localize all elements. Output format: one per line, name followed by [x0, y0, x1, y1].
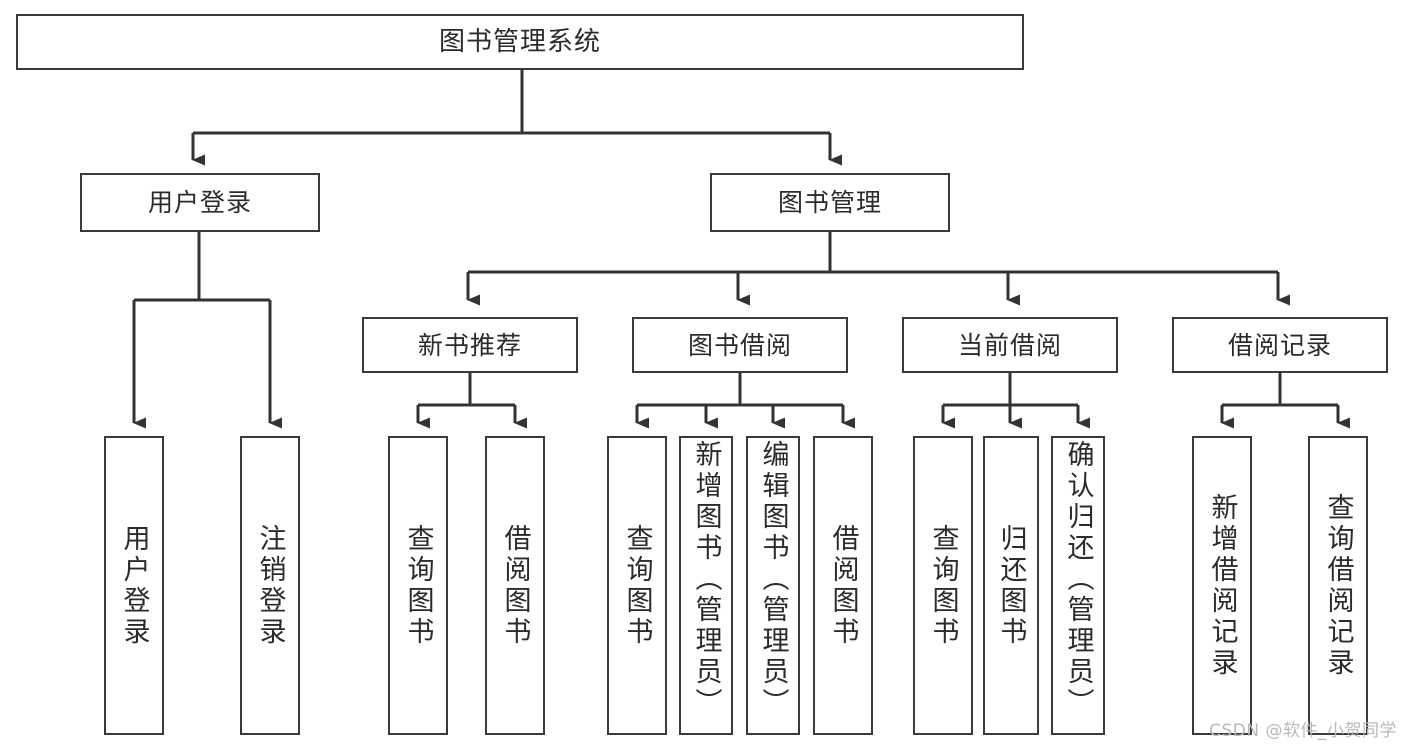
node-label: 查询图书: [621, 523, 653, 648]
node-borrow-record[interactable]: 借阅记录: [1172, 317, 1388, 373]
node-label: 新增借阅记录: [1206, 492, 1238, 679]
leaf-user-login-login[interactable]: 用户登录: [104, 436, 164, 735]
node-label: 新增图书（管理员）: [690, 440, 722, 719]
node-user-login[interactable]: 用户登录: [80, 173, 320, 232]
node-root-system[interactable]: 图书管理系统: [16, 14, 1024, 70]
node-label: 借阅记录: [1227, 330, 1332, 360]
leaf-record-query-record[interactable]: 查询借阅记录: [1308, 436, 1368, 735]
node-label: 当前借阅: [957, 330, 1062, 360]
leaf-current-confirm-return-admin[interactable]: 确认归还（管理员）: [1051, 436, 1105, 735]
node-current-borrow[interactable]: 当前借阅: [902, 317, 1118, 373]
node-label: 用户登录: [118, 523, 150, 648]
node-label: 图书管理: [777, 188, 882, 217]
leaf-record-add-record[interactable]: 新增借阅记录: [1192, 436, 1252, 735]
leaf-current-return-book[interactable]: 归还图书: [983, 436, 1039, 735]
node-label: 编辑图书（管理员）: [757, 440, 789, 719]
node-book-borrow[interactable]: 图书借阅: [632, 317, 848, 373]
leaf-recommend-borrow-book[interactable]: 借阅图书: [485, 436, 545, 735]
node-label: 确认归还（管理员）: [1062, 440, 1094, 719]
leaf-current-query-book[interactable]: 查询图书: [913, 436, 973, 735]
node-label: 查询借阅记录: [1322, 492, 1354, 679]
node-label: 图书管理系统: [438, 27, 601, 57]
node-label: 归还图书: [995, 523, 1027, 648]
leaf-borrow-edit-book-admin[interactable]: 编辑图书（管理员）: [746, 436, 800, 735]
node-new-book-recommend[interactable]: 新书推荐: [362, 317, 578, 373]
node-label: 借阅图书: [827, 523, 859, 648]
node-book-management[interactable]: 图书管理: [710, 173, 950, 232]
leaf-borrow-borrow-book[interactable]: 借阅图书: [813, 436, 873, 735]
watermark: CSDN @软件_小贺同学: [1209, 721, 1397, 741]
leaf-borrow-add-book-admin[interactable]: 新增图书（管理员）: [679, 436, 733, 735]
node-label: 用户登录: [147, 188, 252, 217]
leaf-user-login-logout[interactable]: 注销登录: [240, 436, 300, 735]
node-label: 借阅图书: [499, 523, 531, 648]
node-label: 查询图书: [927, 523, 959, 648]
node-label: 查询图书: [402, 523, 434, 648]
leaf-recommend-query-book[interactable]: 查询图书: [388, 436, 448, 735]
node-label: 新书推荐: [417, 330, 522, 360]
node-label: 图书借阅: [687, 330, 792, 360]
leaf-borrow-query-book[interactable]: 查询图书: [607, 436, 667, 735]
node-label: 注销登录: [254, 523, 286, 648]
